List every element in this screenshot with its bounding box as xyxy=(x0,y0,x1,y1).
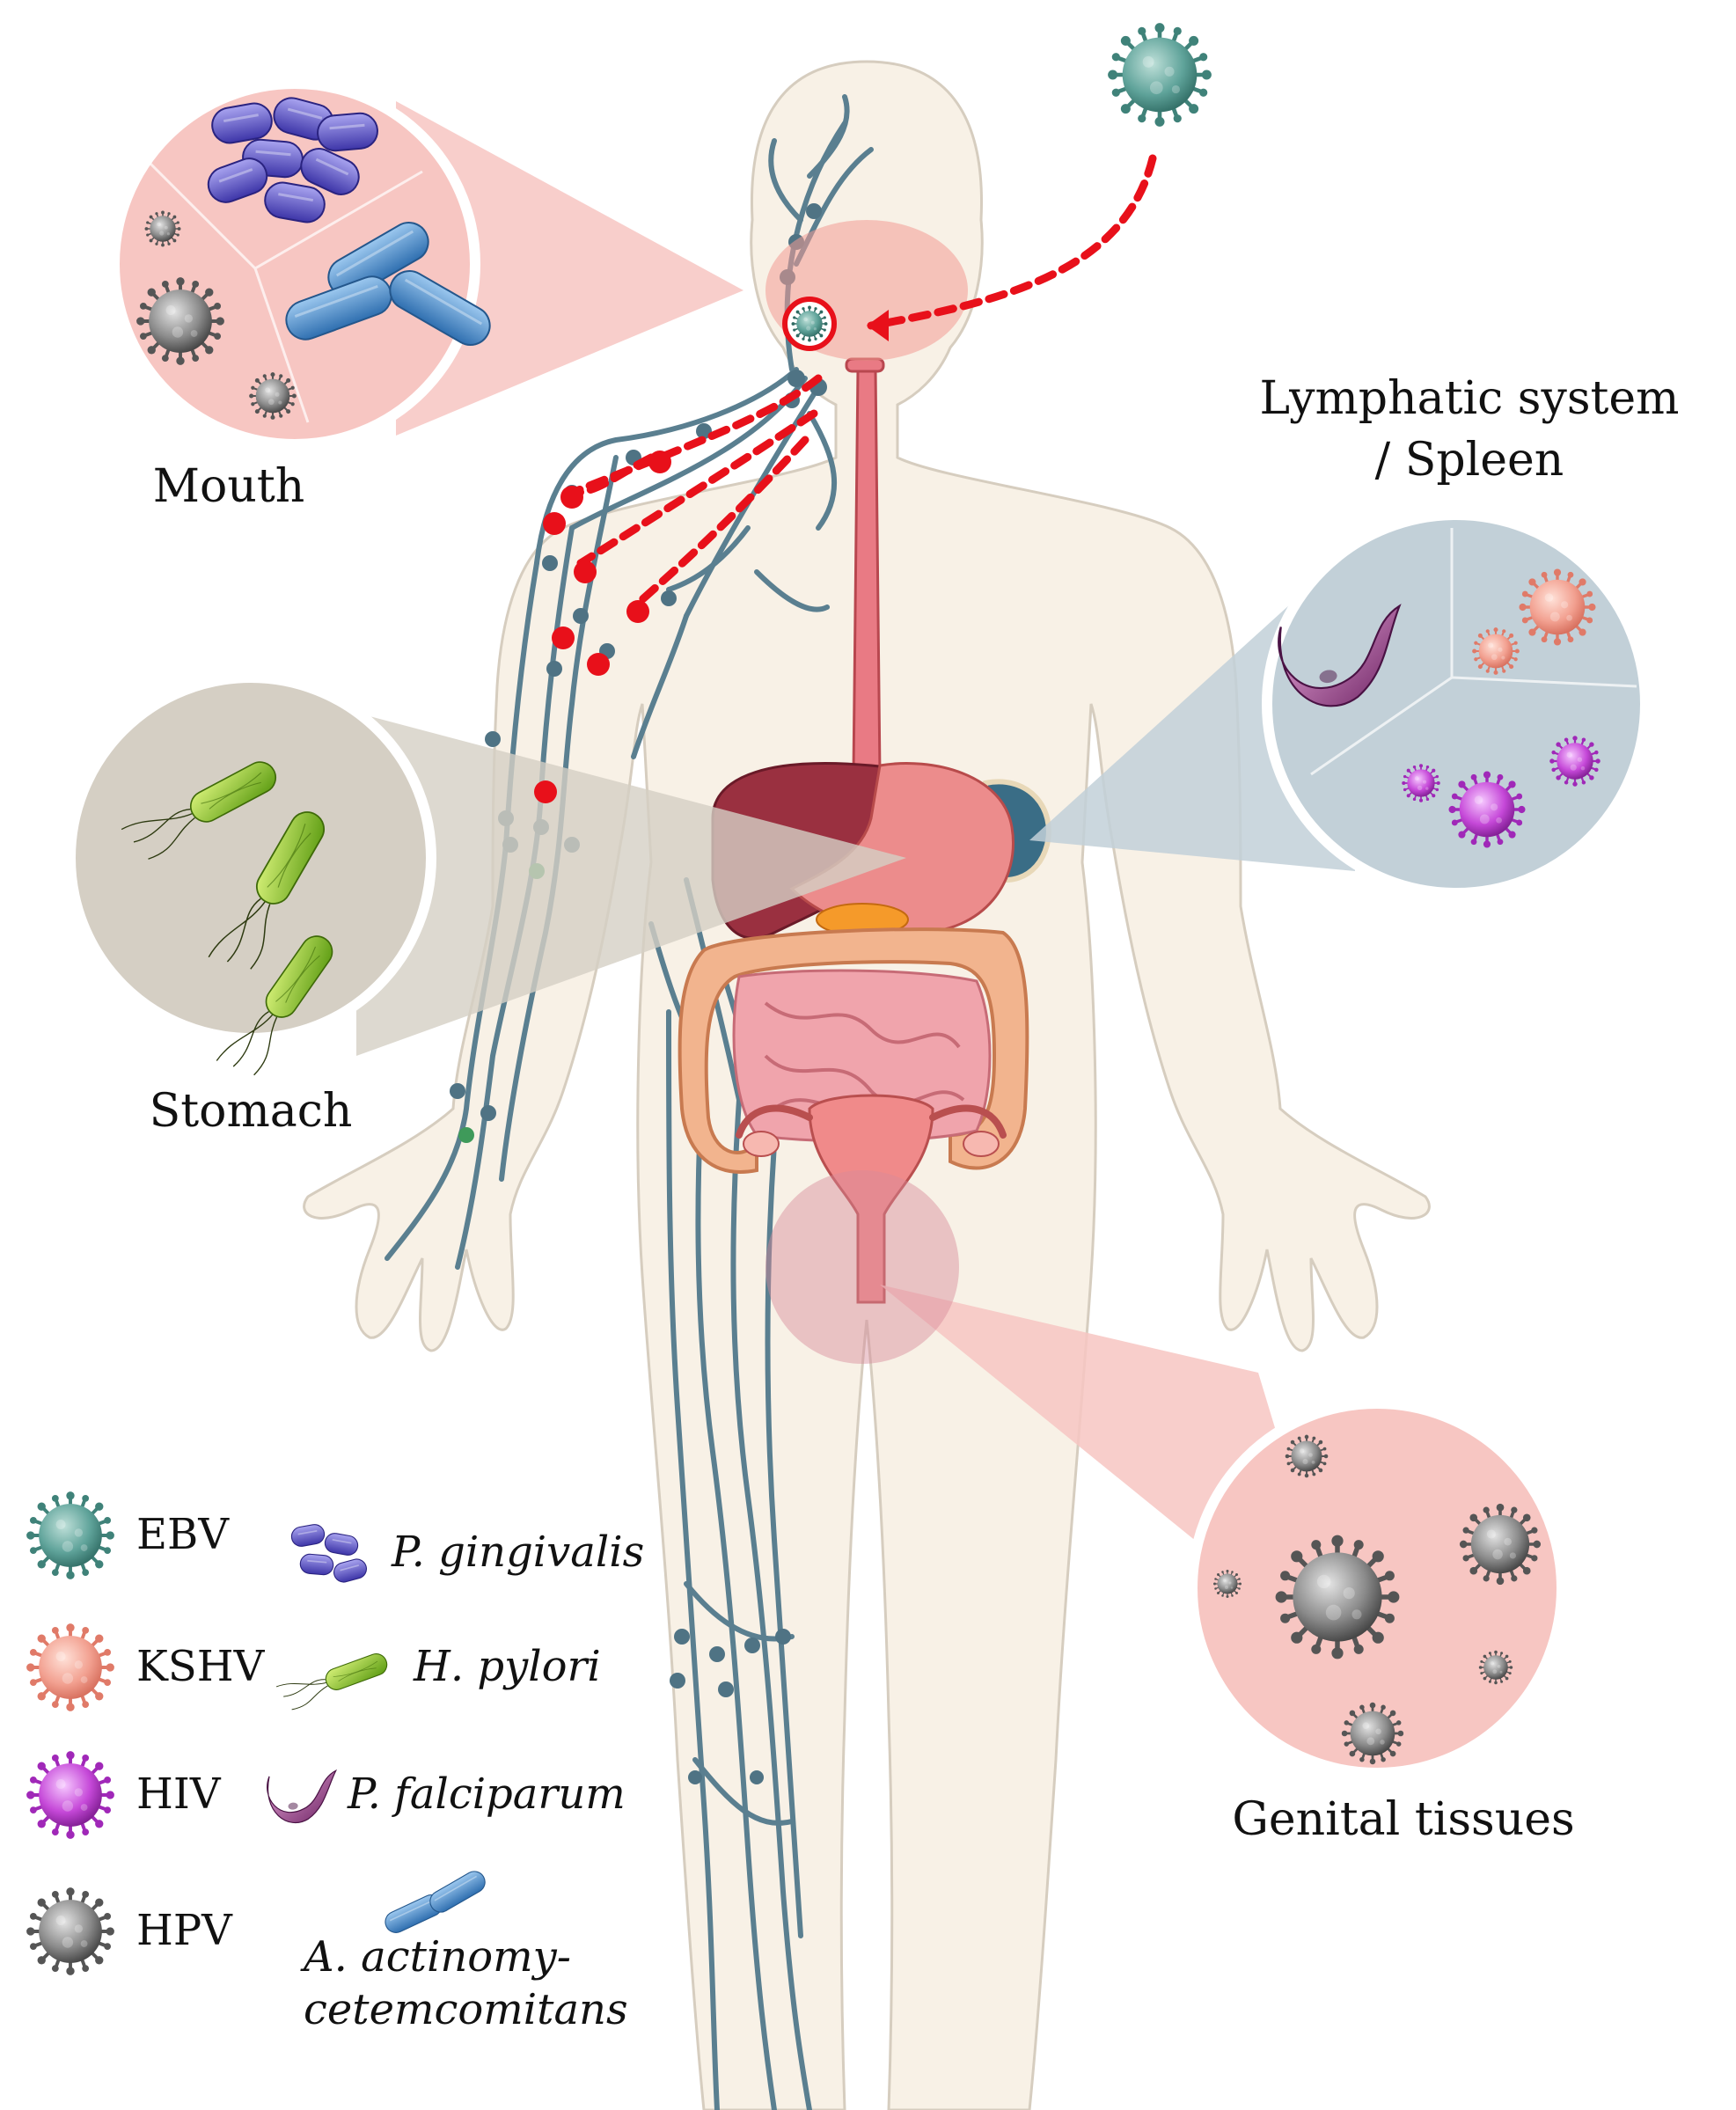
label-mouth: Mouth xyxy=(153,460,304,513)
organs xyxy=(678,357,1051,1304)
hiv-large-icon xyxy=(1447,769,1527,850)
label-lymph-line1: Lymphatic system xyxy=(1260,372,1680,425)
legend-hpylori-icon xyxy=(275,1647,392,1713)
legend-hiv-icon xyxy=(25,1749,116,1841)
infection-spread-path xyxy=(568,154,1157,612)
mouth-zoom xyxy=(109,78,499,450)
legend: EBV KSHV HIV HPV P. gingivalis H. pylori… xyxy=(25,1490,644,2034)
legend-pfalciparum-label: P. falciparum xyxy=(347,1769,626,1819)
legend-ebv-label: EBV xyxy=(136,1510,230,1559)
legend-kshv-icon xyxy=(25,1622,116,1713)
label-lymph-line2: / Spleen xyxy=(1375,434,1564,487)
hiv-small-icon xyxy=(1401,763,1441,803)
infected-nodes xyxy=(534,451,671,803)
arrow-head-icon xyxy=(867,310,889,341)
legend-aa-label-line1: A. actinomy- xyxy=(300,1932,571,1982)
ebv-entry-icon xyxy=(790,304,829,343)
legend-hpv-icon xyxy=(25,1886,116,1977)
kshv-small-icon xyxy=(1471,626,1520,676)
legend-hpylori-label: H. pylori xyxy=(413,1642,601,1691)
legend-pgingivalis-label: P. gingivalis xyxy=(391,1528,644,1577)
ebv-virion-icon xyxy=(1108,23,1212,127)
hiv-medium-icon xyxy=(1549,735,1601,788)
genital-zoom xyxy=(1187,1398,1567,1778)
hpv-large-icon xyxy=(1276,1535,1400,1659)
legend-hpv-label: HPV xyxy=(136,1906,233,1955)
legend-pgingivalis-icon xyxy=(289,1522,370,1586)
legend-aa-icon xyxy=(381,1866,490,1938)
stomach-zoom xyxy=(65,672,436,1085)
lymph-zoom xyxy=(1262,509,1651,898)
label-stomach: Stomach xyxy=(150,1085,353,1138)
legend-ebv-icon xyxy=(25,1490,116,1581)
kshv-large-icon xyxy=(1517,567,1598,648)
label-genital: Genital tissues xyxy=(1232,1793,1574,1846)
legend-pfalciparum-icon xyxy=(265,1769,341,1826)
genital-highlight xyxy=(765,1170,959,1364)
legend-kshv-label: KSHV xyxy=(136,1642,266,1691)
legend-hiv-label: HIV xyxy=(136,1769,222,1819)
legend-aa-label-line2: cetemcomitans xyxy=(304,1985,628,2034)
